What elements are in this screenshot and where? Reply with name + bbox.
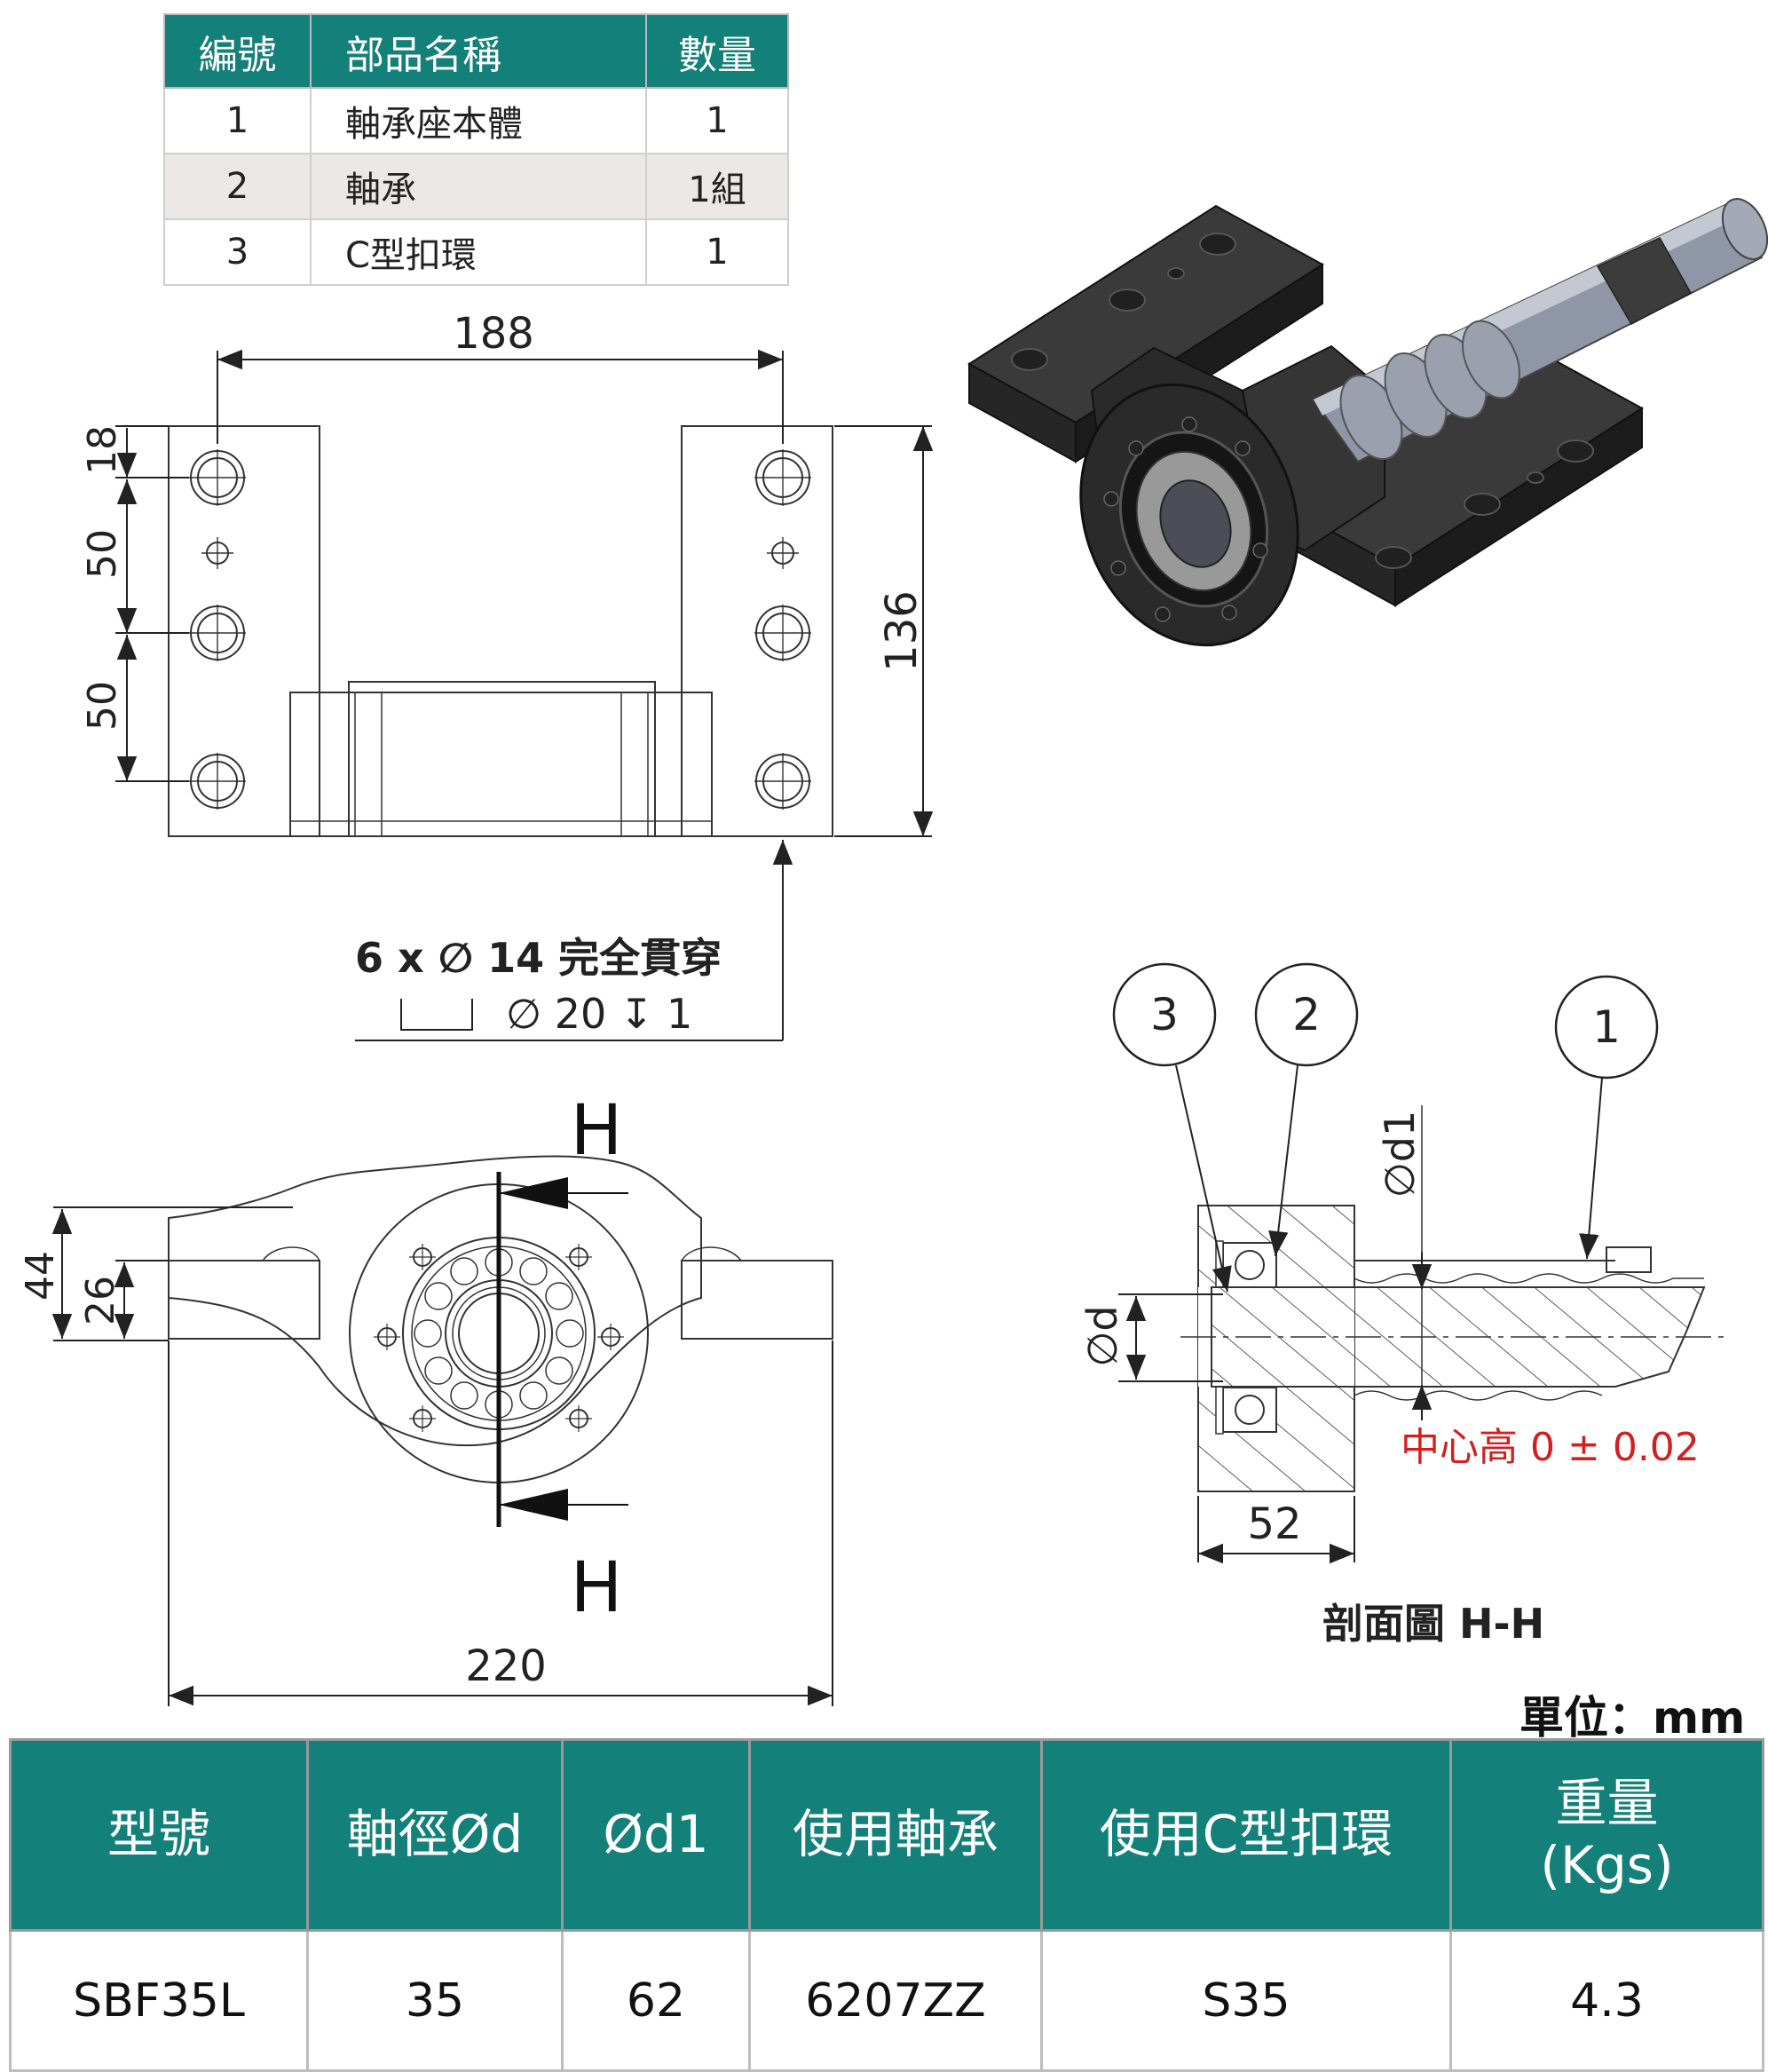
balloon-2 <box>1254 962 1359 1067</box>
technical-drawing: 188 136 18 50 50 6 x ∅ 14 完全貫穿 ∅ 20 ↧ 1 <box>18 198 1768 1706</box>
header-number: 編號 <box>163 13 312 89</box>
balloon-2-label: 2 <box>1292 989 1321 1040</box>
spec-table-header-row: 型號 軸徑Ød Ød1 使用軸承 使用C型扣環 重量 (Kgs) <box>9 1738 1764 1932</box>
header-d1: Ød1 <box>561 1738 751 1932</box>
left-flange <box>168 425 320 837</box>
hole-callout-line1: 6 x ∅ 14 完全貫穿 <box>355 934 722 982</box>
dim-50-lower: 50 <box>80 681 125 731</box>
dim-height-136: 136 <box>877 590 927 672</box>
thread-section <box>1596 237 1693 325</box>
header-shaft-diameter: 軸徑Ød <box>306 1738 564 1932</box>
left-foot <box>168 1260 320 1340</box>
right-foot <box>681 1260 833 1340</box>
dowel-pin <box>766 536 800 570</box>
dim-width-188: 188 <box>453 309 534 359</box>
housing-outline <box>168 1155 702 1447</box>
mount-hole <box>754 753 811 810</box>
front-view: H H 220 44 26 <box>18 1091 833 1706</box>
mount-hole <box>754 449 811 506</box>
table-row: SBF35L 35 62 6207ZZ S35 4.3 <box>9 1929 1764 2072</box>
top-view: 188 136 18 50 50 6 x ∅ 14 完全貫穿 ∅ 20 ↧ 1 <box>80 309 934 1041</box>
parts-table: 編號 部品名稱 數量 1 軸承座本體 1 2 軸承 1組 3 C型扣環 1 <box>163 13 789 286</box>
cell-quantity: 1 <box>645 87 789 154</box>
mount-hole <box>189 605 246 661</box>
mount-hole <box>189 753 246 810</box>
cell-number: 1 <box>163 87 312 154</box>
label-d: ∅d <box>1078 1305 1126 1366</box>
header-part-name: 部品名稱 <box>310 13 647 89</box>
balloon-3 <box>1112 962 1217 1067</box>
label-d1: ∅d1 <box>1376 1111 1424 1198</box>
dim-width-220: 220 <box>465 1641 547 1691</box>
right-flange <box>681 425 833 837</box>
dim-44: 44 <box>18 1251 63 1301</box>
dim-50-upper: 50 <box>80 529 125 579</box>
cell-part-name: 軸承 <box>310 153 647 220</box>
balloon-1 <box>1554 975 1659 1079</box>
cell-model: SBF35L <box>9 1929 309 2072</box>
cell-bearing: 6207ZZ <box>748 1929 1043 2072</box>
cell-weight: 4.3 <box>1449 1929 1764 2072</box>
hole-callout-line2: ∅ 20 ↧ 1 <box>506 990 692 1038</box>
header-bearing: 使用軸承 <box>748 1738 1043 1932</box>
section-mark-bottom: H <box>571 1548 623 1628</box>
dim-52: 52 <box>1247 1499 1301 1549</box>
header-weight: 重量 (Kgs) <box>1449 1738 1764 1932</box>
dowel-pin <box>201 536 234 570</box>
isometric-render <box>967 198 1768 647</box>
center-height-note: 中心高 0 ± 0.02 <box>1401 1425 1700 1470</box>
section-mark-top: H <box>571 1091 623 1171</box>
cell-number: 3 <box>163 218 312 286</box>
mount-hole <box>189 449 246 506</box>
section-view: ∅d1 ∅d 52 中心高 0 ± 0.02 3 2 1 剖面圖 H-H <box>1078 962 1726 1648</box>
header-quantity: 數量 <box>645 13 789 89</box>
counterbore-symbol <box>400 999 473 1031</box>
section-caption: 剖面圖 H-H <box>1322 1600 1544 1648</box>
cell-quantity: 1組 <box>645 153 789 220</box>
cell-c-ring: S35 <box>1040 1929 1452 2072</box>
table-row: 1 軸承座本體 1 <box>163 87 789 154</box>
cell-number: 2 <box>163 153 312 220</box>
mount-hole <box>754 605 811 661</box>
cell-part-name: 軸承座本體 <box>310 87 647 154</box>
cell-d1: 62 <box>561 1929 751 2072</box>
dim-18: 18 <box>80 425 125 475</box>
cell-part-name: C型扣環 <box>310 218 647 286</box>
table-row: 3 C型扣環 1 <box>163 218 789 286</box>
header-model: 型號 <box>9 1738 309 1932</box>
balloon-1-label: 1 <box>1592 1001 1621 1053</box>
cell-shaft-diameter: 35 <box>306 1929 564 2072</box>
unit-label: 單位：mm <box>1519 1692 1746 1744</box>
cell-quantity: 1 <box>645 218 789 286</box>
balloon-3-label: 3 <box>1150 989 1179 1040</box>
dim-26: 26 <box>78 1276 123 1325</box>
parts-table-header-row: 編號 部品名稱 數量 <box>163 13 789 89</box>
table-row: 2 軸承 1組 <box>163 153 789 220</box>
header-c-ring: 使用C型扣環 <box>1040 1738 1452 1932</box>
spec-table: 型號 軸徑Ød Ød1 使用軸承 使用C型扣環 重量 (Kgs) SBF35L … <box>9 1738 1764 2072</box>
